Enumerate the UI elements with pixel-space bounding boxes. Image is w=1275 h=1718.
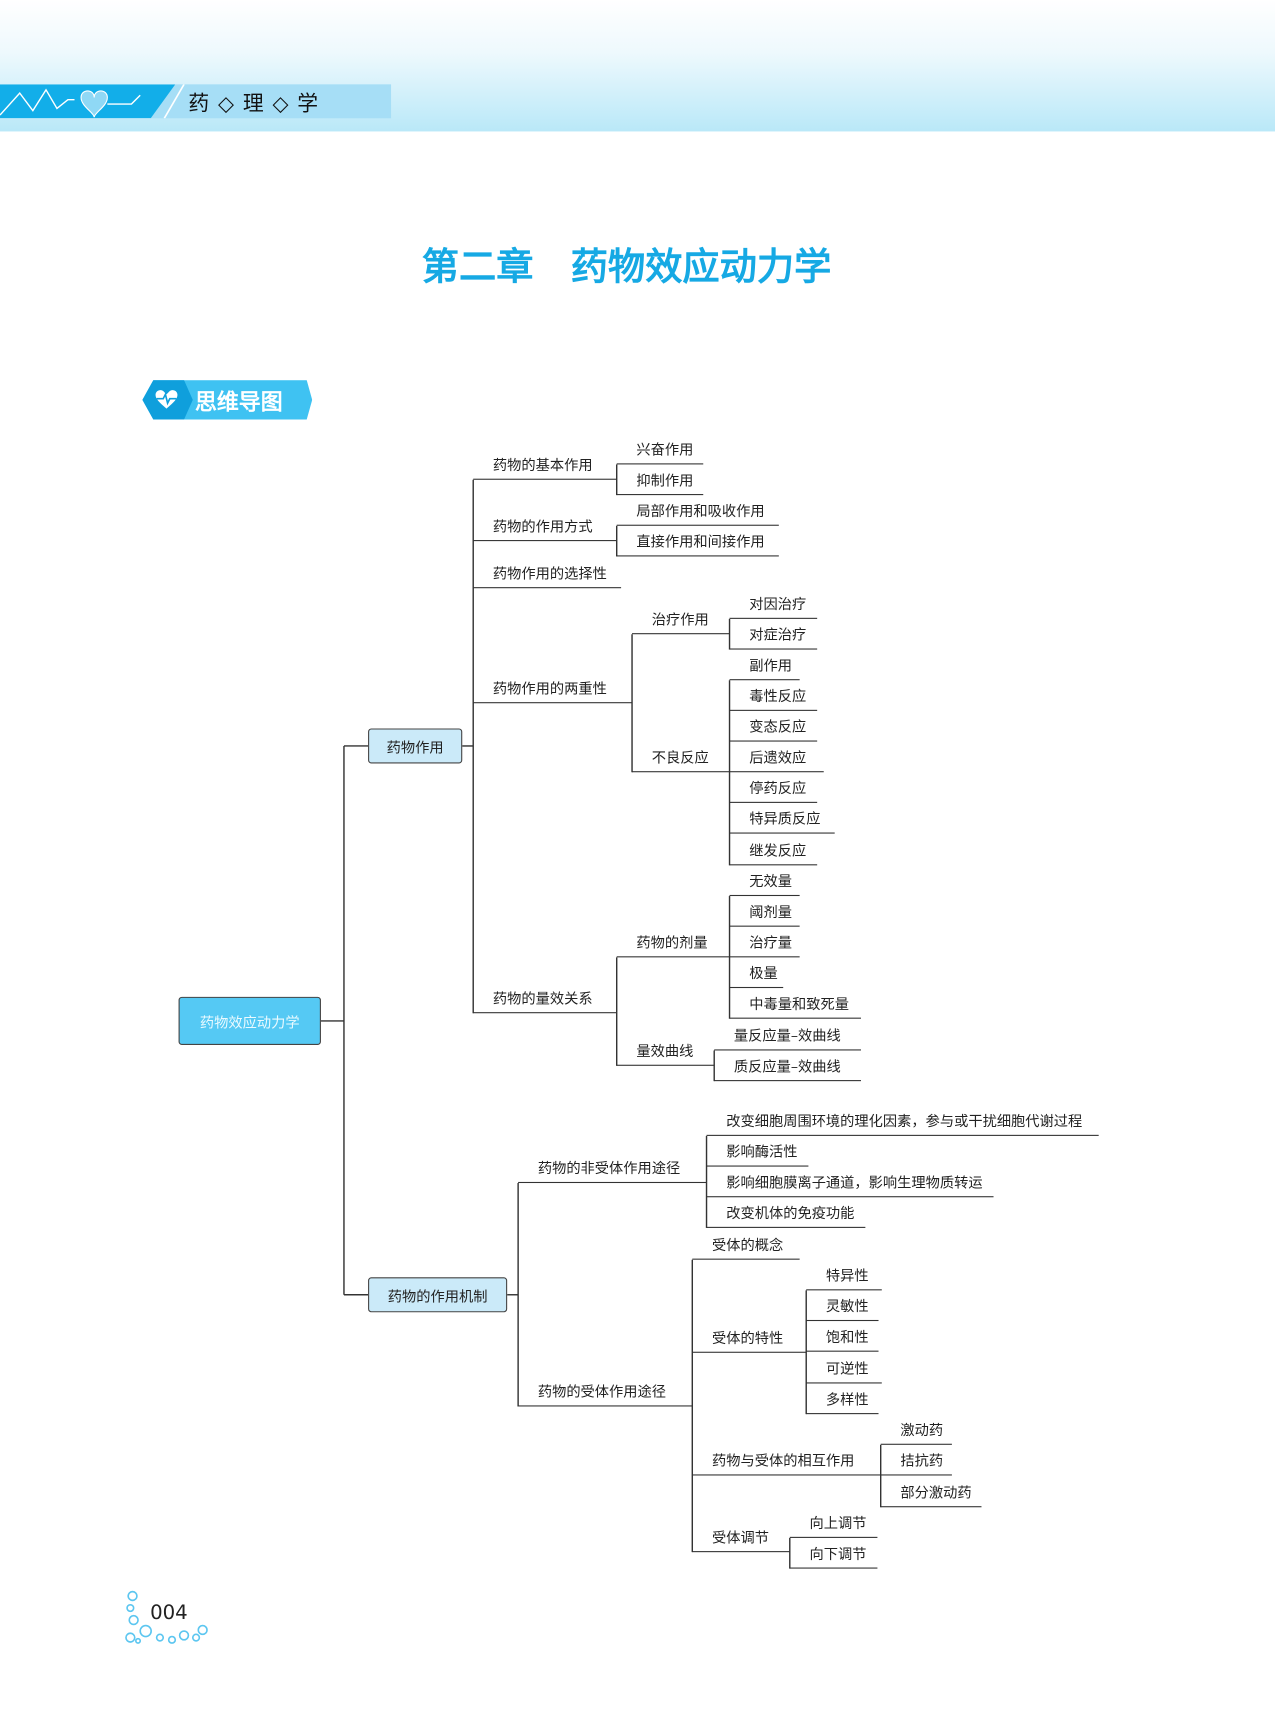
leaf: 部分激动药	[880, 1481, 982, 1508]
node-drug-receptor-interaction: 药物与受体的相互作用	[692, 1449, 881, 1476]
leaf: 激动药	[880, 1419, 952, 1445]
node-action-mode: 药物的作用方式	[473, 515, 617, 542]
leaf: 影响细胞膜离子通道，影响生理物质转运	[706, 1171, 994, 1198]
heartbeat-heart-icon	[0, 84, 185, 119]
node-dose-curve: 量效曲线	[616, 1040, 715, 1066]
book-title: 药 ◇ 理 ◇ 学	[188, 92, 320, 117]
chapter-number: 第二章	[421, 245, 534, 290]
leaf: 多样性	[806, 1388, 879, 1415]
node-basic-action: 药物的基本作用	[473, 453, 617, 480]
chapter-name: 药物效应动力学	[570, 245, 832, 290]
section-badge: 思维导图	[142, 380, 313, 420]
leaf: 改变机体的免疫功能	[706, 1202, 866, 1228]
leaf: 局部作用和吸收作用	[616, 500, 779, 526]
leaf: 影响酶活性	[706, 1140, 809, 1167]
node-non-receptor: 药物的非受体作用途径	[518, 1157, 707, 1184]
leaf: 毒性反应	[729, 685, 818, 711]
node-duality: 药物作用的两重性	[473, 677, 633, 704]
leaf: 量反应量–效曲线	[714, 1024, 861, 1051]
leaf: 变态反应	[729, 715, 818, 742]
node-adverse: 不良反应	[632, 746, 730, 773]
node-receptor: 药物的受体作用途径	[518, 1380, 693, 1407]
leaf: 对因治疗	[729, 593, 818, 619]
leaf: 改变细胞周围环境的理化因素，参与或干扰细胞代谢过程	[706, 1110, 1099, 1136]
node-therapeutic: 治疗作用	[632, 608, 730, 635]
bubbles-decoration-icon	[125, 1590, 208, 1644]
page-number: 004	[150, 1601, 188, 1625]
leaf: 继发反应	[729, 839, 818, 866]
leaf: 阈剂量	[729, 900, 800, 927]
node-selectivity: 药物作用的选择性	[473, 562, 622, 589]
leaf: 特异质反应	[729, 807, 835, 834]
leaf: 停药反应	[729, 777, 818, 803]
section-badge-label: 思维导图	[194, 388, 283, 416]
leaf: 兴奋作用	[616, 438, 704, 465]
leaf: 直接作用和间接作用	[616, 530, 779, 557]
leaf: 质反应量–效曲线	[714, 1055, 861, 1082]
chapter-title: 第二章药物效应动力学	[422, 237, 869, 291]
leaf: 向上调节	[789, 1512, 878, 1538]
node-dose-effect: 药物的量效关系	[473, 987, 617, 1014]
leaf: 后遗效应	[729, 746, 824, 773]
leaf: 对症治疗	[729, 623, 818, 650]
leaf: 中毒量和致死量	[729, 992, 861, 1019]
leaf: 拮抗药	[880, 1449, 952, 1476]
leaf: 治疗量	[729, 931, 800, 958]
node-receptor-properties: 受体的特性	[692, 1327, 807, 1353]
branch-drug-action: 药物作用	[368, 728, 463, 764]
leaf: 抑制作用	[616, 469, 704, 496]
node-receptor-regulation: 受体调节	[692, 1526, 790, 1553]
node-dose: 药物的剂量	[616, 931, 730, 958]
node-receptor-concept: 受体的概念	[692, 1233, 800, 1260]
leaf: 极量	[729, 962, 784, 989]
leaf: 向下调节	[789, 1542, 878, 1569]
leaf: 灵敏性	[806, 1295, 879, 1322]
leaf: 可逆性	[806, 1357, 882, 1384]
mindmap-root: 药物效应动力学	[178, 996, 321, 1046]
leaf: 特异性	[806, 1264, 882, 1291]
leaf: 副作用	[729, 654, 800, 681]
heart-pulse-icon	[155, 390, 178, 409]
branch-mechanism: 药物的作用机制	[368, 1277, 508, 1313]
leaf: 无效量	[729, 870, 800, 897]
leaf: 饱和性	[806, 1325, 879, 1352]
